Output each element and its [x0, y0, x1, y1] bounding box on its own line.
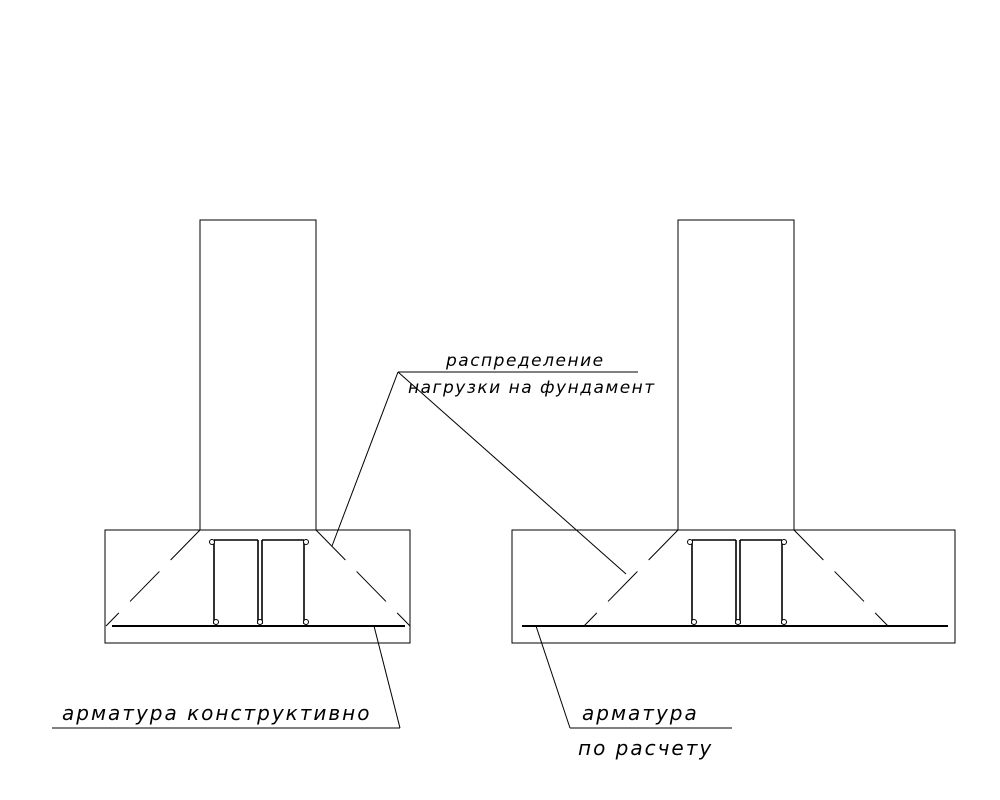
right-load-line-right — [793, 529, 889, 627]
right-foundation — [511, 219, 956, 644]
left-reinforcement-cage — [209, 539, 309, 625]
rebar-calculated-leader — [535, 625, 571, 729]
rebar-constructive-callout: арматура конструктивно — [52, 625, 401, 729]
rebar-constructive-label: арматура конструктивно — [62, 701, 372, 725]
load-distribution-callout: распределение нагрузки на фундамент — [331, 351, 656, 575]
left-load-line-left — [105, 529, 201, 627]
left-foundation — [104, 219, 411, 644]
right-footing — [511, 529, 956, 644]
load-distribution-leader-left — [331, 371, 399, 547]
left-column — [199, 219, 317, 531]
right-load-line-left — [583, 529, 679, 627]
load-distribution-label-line1: распределение — [445, 351, 605, 371]
right-column — [677, 219, 795, 531]
rebar-constructive-leader — [373, 625, 401, 729]
left-load-line-right — [315, 529, 411, 627]
left-footing — [104, 529, 411, 644]
rebar-calculated-label-line2: по расчету — [578, 736, 713, 760]
rebar-calculated-label-line1: арматура — [582, 701, 699, 725]
load-distribution-label-line2: нагрузки на фундамент — [408, 378, 656, 398]
right-reinforcement-cage — [687, 539, 787, 625]
rebar-calculated-callout: арматура по расчету — [535, 625, 732, 760]
load-distribution-leader-right — [397, 371, 627, 575]
